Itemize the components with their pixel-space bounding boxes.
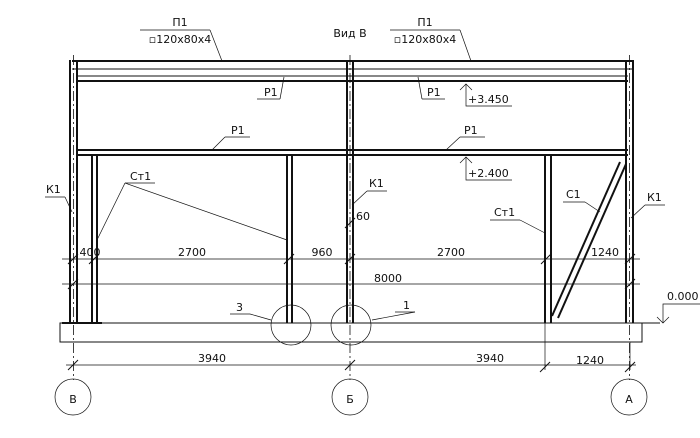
svg-text:К1: К1 xyxy=(647,191,662,204)
dim-3940-left: 3940 xyxy=(198,352,226,365)
svg-text:Р1: Р1 xyxy=(427,86,441,99)
svg-text:Ст1: Ст1 xyxy=(494,206,515,219)
svg-text:А: А xyxy=(625,393,633,406)
posts xyxy=(91,155,552,323)
svg-text:Р1: Р1 xyxy=(231,124,245,137)
dim-60: 60 xyxy=(356,210,370,223)
beam-label-left: П1 ▫120x80x4 xyxy=(140,16,223,62)
svg-text:Б: Б xyxy=(346,393,354,406)
dim-1240-bottom: 1240 xyxy=(576,354,604,367)
svg-text:+3.450: +3.450 xyxy=(468,93,509,106)
svg-text:К1: К1 xyxy=(369,177,384,190)
elevation-marks: +3.450 +2.400 0.000 xyxy=(459,83,700,324)
svg-text:0.000: 0.000 xyxy=(667,290,699,303)
axis-marker-v: В xyxy=(54,378,92,416)
svg-text:Р1: Р1 xyxy=(264,86,278,99)
dim-400: 400 xyxy=(80,246,101,259)
columns xyxy=(69,55,634,380)
dim-1240-top: 1240 xyxy=(591,246,619,259)
svg-text:1: 1 xyxy=(403,299,410,312)
svg-text:В: В xyxy=(69,393,77,406)
dimension-lines xyxy=(62,217,640,373)
svg-text:К1: К1 xyxy=(46,183,61,196)
axis-marker-b: Б xyxy=(331,378,369,416)
svg-text:Ст1: Ст1 xyxy=(130,170,151,183)
svg-text:+2.400: +2.400 xyxy=(468,167,509,180)
dim-2700-left: 2700 xyxy=(178,246,206,259)
purlin-labels: Р1 Р1 Р1 Р1 xyxy=(211,76,485,151)
svg-text:▫120x80x4: ▫120x80x4 xyxy=(149,33,211,46)
column-labels: К1 К1 К1 xyxy=(45,177,665,219)
axis-marker-a: А xyxy=(610,378,648,416)
dim-2700-right: 2700 xyxy=(437,246,465,259)
svg-text:П1: П1 xyxy=(172,16,187,29)
brace-label: С1 xyxy=(566,188,581,201)
view-title: Вид В xyxy=(333,27,366,40)
dim-3940-right: 3940 xyxy=(476,352,504,365)
svg-text:Р1: Р1 xyxy=(464,124,478,137)
callout-1[interactable]: 1 xyxy=(330,299,416,346)
brace xyxy=(551,161,627,319)
beam-label-right: П1 ▫120x80x4 xyxy=(390,16,472,62)
post-labels: Ст1 Ст1 С1 xyxy=(96,170,601,241)
dim-8000: 8000 xyxy=(374,272,402,285)
svg-text:П1: П1 xyxy=(417,16,432,29)
callout-3[interactable]: 3 xyxy=(230,301,312,346)
svg-text:3: 3 xyxy=(236,301,243,314)
dim-960: 960 xyxy=(312,246,333,259)
svg-text:▫120x80x4: ▫120x80x4 xyxy=(394,33,456,46)
foundation xyxy=(59,322,660,343)
